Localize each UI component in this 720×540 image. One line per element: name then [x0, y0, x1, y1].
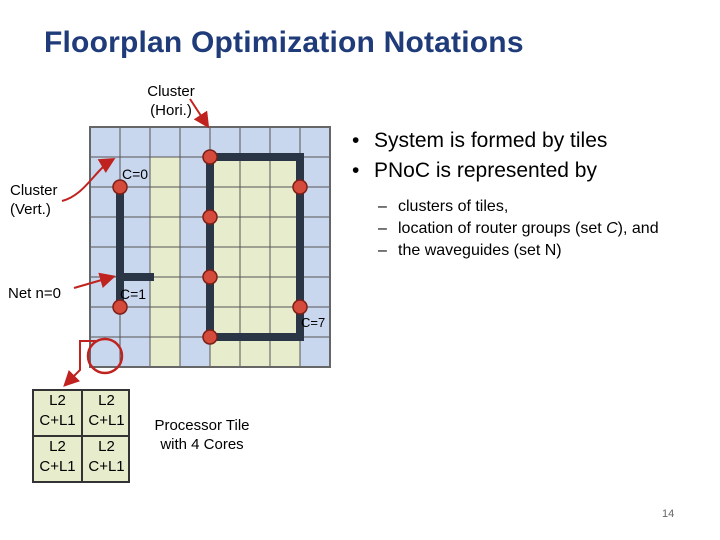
- arrow-cluster-vert: [61, 157, 116, 202]
- page-number: 14: [662, 508, 675, 520]
- router-node: [202, 209, 218, 225]
- slide-title: Floorplan Optimization Notations: [44, 26, 524, 59]
- sub-bullet-text: ), and: [617, 220, 659, 237]
- net-label: Net n=0: [8, 285, 61, 302]
- arrow-net: [73, 272, 116, 289]
- sub-bullet-item: –clusters of tiles,: [378, 198, 509, 215]
- sub-bullet-text: clusters of tiles,: [398, 198, 509, 215]
- router-node: [292, 179, 308, 195]
- router-node: [112, 179, 128, 195]
- tile-cell: C+L1: [39, 458, 76, 475]
- tile-cell: L2: [98, 392, 115, 409]
- bullet-item: •System is formed by tiles: [352, 129, 608, 152]
- cluster-vert-label: Cluster (Vert.): [10, 181, 58, 219]
- vertical-cluster-right: [210, 157, 300, 367]
- bullet-item: •PNoC is represented by: [352, 159, 597, 182]
- tile-cell: C+L1: [88, 458, 125, 475]
- sub-bullet-text: the waveguides (set N): [398, 242, 562, 259]
- cluster-hori-label-line1: Cluster: [147, 83, 195, 100]
- c1-label: C=1: [120, 286, 147, 302]
- bullet-text: PNoC is represented by: [374, 159, 597, 182]
- tile-cell: L2: [49, 392, 66, 409]
- table-divider: [34, 435, 128, 437]
- waveguide-loop: [206, 153, 304, 341]
- bullet-list: •System is formed by tiles •PNoC is repr…: [352, 126, 659, 262]
- tile-cell: C+L1: [39, 412, 76, 429]
- router-node: [202, 329, 218, 345]
- bullet-text: System is formed by tiles: [374, 129, 608, 152]
- processor-label-line1: Processor Tile: [154, 417, 250, 434]
- cluster-hori-label: Cluster (Hori.): [136, 82, 206, 120]
- tile-cell: L2: [98, 438, 115, 455]
- processor-tile-label: Processor Tile with 4 Cores: [146, 416, 258, 454]
- router-node: [202, 269, 218, 285]
- tile-highlight-circle: [86, 337, 124, 375]
- router-node: [112, 299, 128, 315]
- cluster-vert-label-line2: (Vert.): [10, 201, 51, 218]
- c7-label: C=7: [301, 315, 326, 330]
- tile-cell: L2: [49, 438, 66, 455]
- arrow-cluster-hori: [189, 98, 210, 129]
- c0-label: C=0: [122, 166, 149, 182]
- arrow-tile-detail: [63, 340, 96, 387]
- router-node: [202, 149, 218, 165]
- cluster-hori-label-line2: (Hori.): [150, 102, 192, 119]
- tile-cell: C+L1: [88, 412, 125, 429]
- processor-label-line2: with 4 Cores: [160, 436, 244, 453]
- set-c-italic: C: [606, 220, 618, 237]
- sub-bullet-item: –location of router groups (set C), and: [378, 220, 659, 237]
- sub-bullet-text: location of router groups (set: [398, 220, 607, 237]
- sub-bullet-item: –the waveguides (set N): [378, 242, 562, 259]
- vertical-cluster-left: [150, 157, 180, 367]
- cluster-vert-label-line1: Cluster: [10, 182, 58, 199]
- tile-detail-table: L2 L2 C+L1 C+L1 L2 L2 C+L1 C+L1: [32, 389, 130, 483]
- router-node: [292, 299, 308, 315]
